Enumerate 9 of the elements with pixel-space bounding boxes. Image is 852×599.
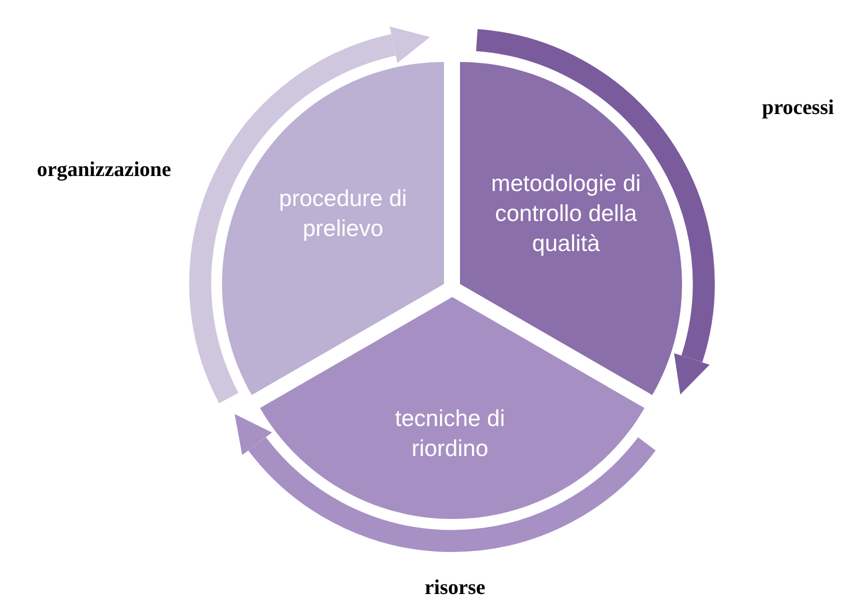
pie-segment — [260, 297, 644, 519]
pie-segment — [460, 62, 682, 394]
outer-label: organizzazione — [36, 156, 172, 183]
outer-label: risorse — [424, 574, 486, 599]
pie-segment — [222, 62, 444, 394]
segment-label: procedure di prelievo — [278, 184, 408, 243]
segment-label: metodologie di controllo della qualità — [490, 169, 642, 258]
segment-label: tecniche di riordino — [394, 404, 506, 463]
outer-label: processi — [761, 94, 835, 121]
